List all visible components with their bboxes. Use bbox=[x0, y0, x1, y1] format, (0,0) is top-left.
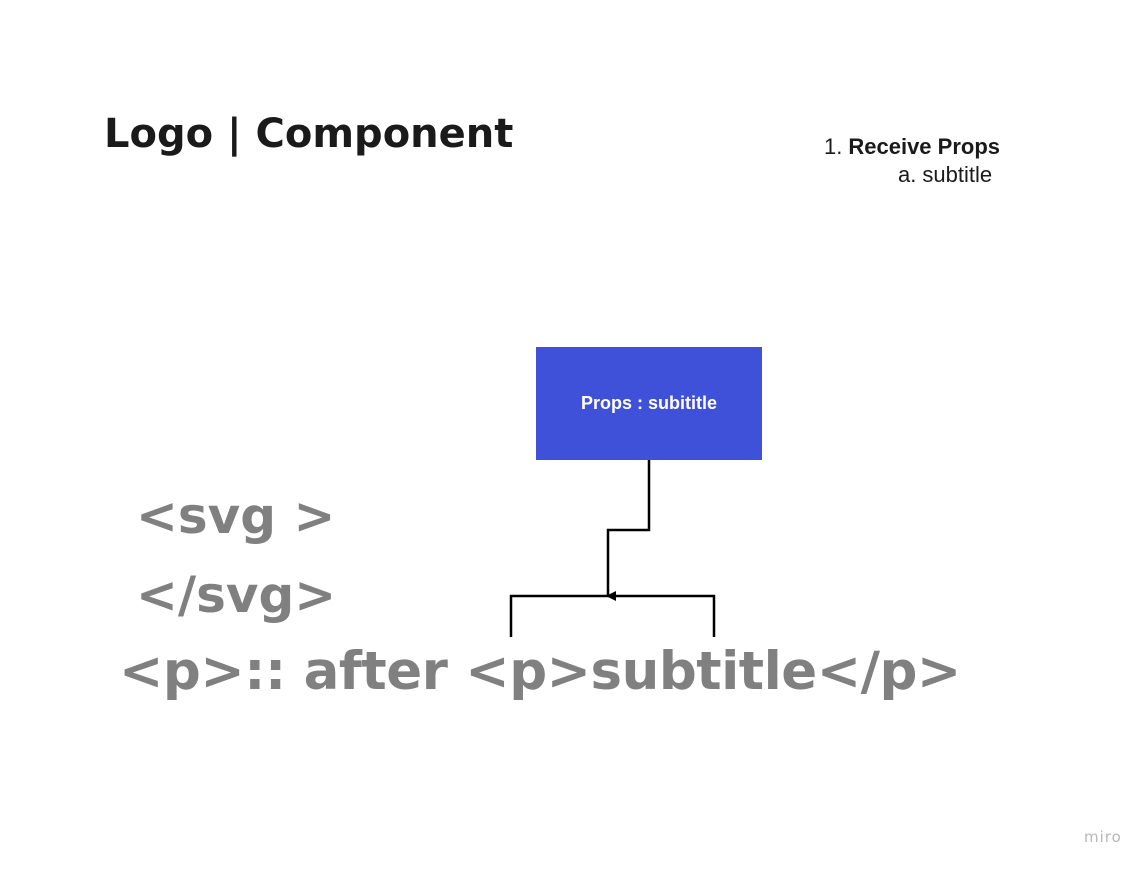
miro-watermark: miro bbox=[1084, 828, 1122, 846]
code-svg-close: </svg> bbox=[136, 566, 337, 624]
bracket-line bbox=[509, 594, 716, 637]
notes-list: 1.Receive Props a.subtitle bbox=[824, 133, 1000, 189]
code-p-after-subtitle: <p>:: after <p>subtitle</p> bbox=[119, 641, 961, 702]
props-node-label: Props : subititle bbox=[580, 393, 717, 413]
note-item-receive-props: 1.Receive Props bbox=[824, 133, 1000, 161]
note-item-label: Receive Props bbox=[848, 134, 1000, 159]
note-item-marker: 1. bbox=[824, 134, 843, 159]
code-svg-open: <svg > bbox=[136, 487, 336, 545]
note-subitem-marker: a. bbox=[898, 162, 917, 187]
page-title: Logo | Component bbox=[104, 111, 514, 157]
note-subitem-label: subtitle bbox=[922, 162, 993, 187]
props-node[interactable]: Props : subititle bbox=[536, 347, 762, 460]
note-subitem-subtitle: a.subtitle bbox=[824, 161, 1000, 189]
connector-arrow bbox=[606, 460, 651, 601]
